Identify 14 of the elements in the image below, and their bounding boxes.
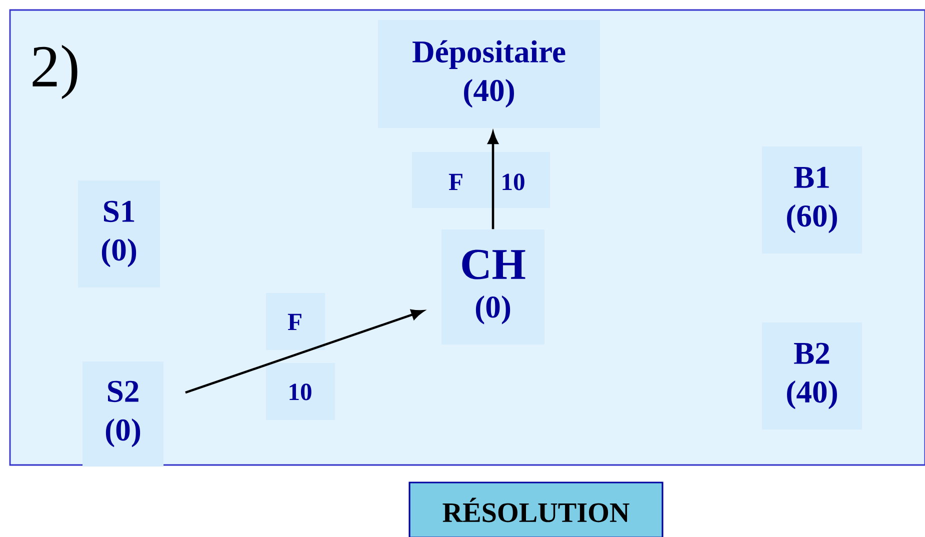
arrow: [185, 309, 424, 394]
account-box: B2 (40): [762, 322, 862, 430]
account-box: B1 (60): [762, 146, 862, 254]
arrow: [488, 132, 498, 230]
button: RÉSOLUTION: [408, 482, 664, 537]
flow-label: F: [448, 174, 462, 190]
flow-label: 10: [290, 384, 312, 400]
flow-label: F: [288, 314, 302, 330]
account-box: S2 (0): [82, 362, 164, 466]
account-box: S1 (0): [78, 180, 160, 288]
account-box: CH (0): [442, 230, 544, 344]
flow-label: 10: [502, 174, 524, 190]
account-box: Dépositaire (40): [378, 20, 600, 128]
step-number: 2): [32, 44, 78, 100]
